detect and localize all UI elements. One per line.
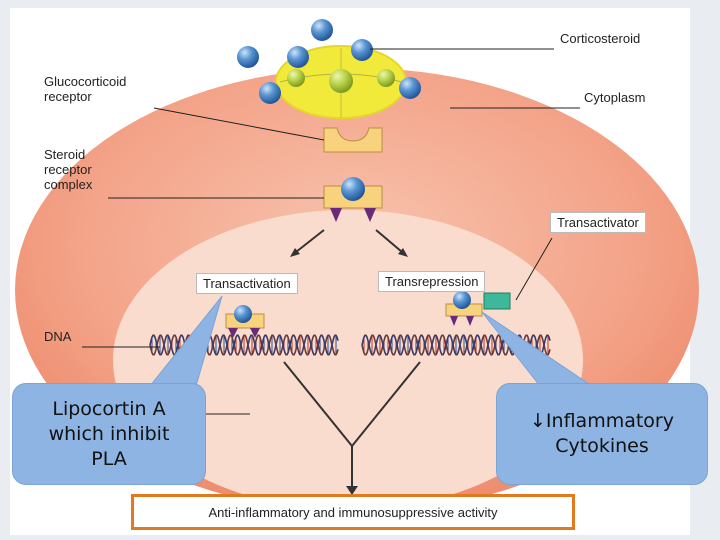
callout-inflammatory-cytokines: ↓Inflammatory Cytokines [496,383,708,485]
label-cytoplasm: Cytoplasm [584,90,646,105]
label-transrepression: Transrepression [378,271,486,292]
corticosteroid-molecule [329,69,353,93]
label-steroid-receptor-complex: Steroid receptor complex [44,147,93,192]
corticosteroid-molecule [351,39,373,61]
transactivator-protein [483,292,511,310]
corticosteroid-molecule [237,46,259,68]
outcome-box: Anti-inflammatory and immunosuppressive … [131,494,575,530]
corticosteroid-molecule [287,46,309,68]
outcome-label: Anti-inflammatory and immunosuppressive … [208,504,498,520]
dna-helix-right [361,334,551,356]
glucocorticoid-receptor [323,127,383,153]
callout-lipocortin: Lipocortin A which inhibit PLA [12,383,206,485]
label-transactivator: Transactivator [550,212,646,233]
label-corticosteroid: Corticosteroid [560,31,641,46]
corticosteroid-molecule [287,69,305,87]
corticosteroid-molecule [311,19,333,41]
label-transactivation: Transactivation [196,273,298,294]
label-dna: DNA [44,329,72,344]
corticosteroid-molecule [399,77,421,99]
corticosteroid-molecule [377,69,395,87]
corticosteroid-molecule [259,82,281,104]
label-glucocorticoid-receptor: Glucocorticoid receptor [44,74,127,104]
